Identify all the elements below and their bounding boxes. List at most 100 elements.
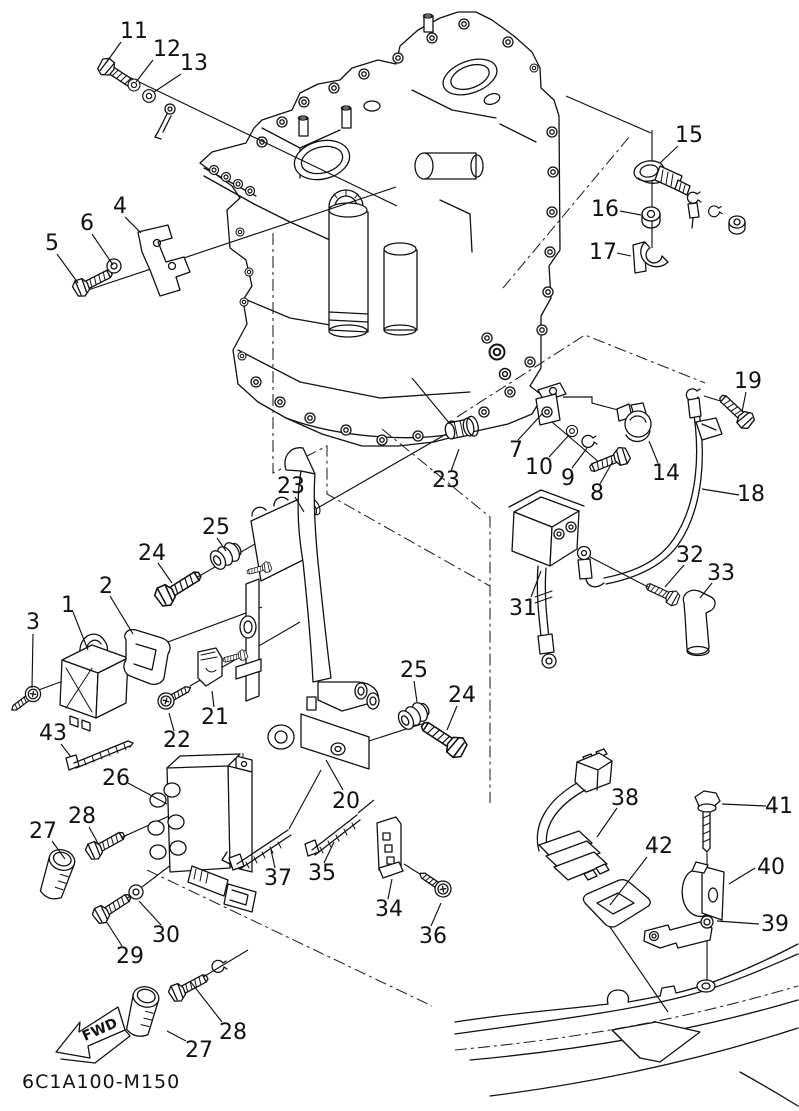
callout-label-27-29: 27: [29, 819, 57, 844]
callout-label-23-22: 23: [277, 474, 305, 499]
callout-label-20-19: 20: [332, 789, 360, 814]
callout-label-41-45: 41: [765, 794, 793, 819]
bolt-41: [694, 790, 721, 853]
callout-leader-16: [619, 210, 642, 216]
callout-leader-20: [325, 759, 344, 791]
callout-label-35-39: 35: [308, 861, 336, 886]
callout-label-1-0: 1: [61, 593, 75, 618]
callout-leader-8: [599, 460, 614, 485]
callout-label-29-33: 29: [116, 944, 144, 969]
callout-leader-25: [216, 537, 227, 552]
callout-leader-13: [153, 73, 182, 93]
callout-label-25-26: 25: [202, 515, 230, 540]
callout-leader-39: [716, 920, 760, 925]
bolt-8: [586, 444, 633, 478]
callout-label-22-21: 22: [163, 728, 191, 753]
callout-label-26-28: 26: [102, 766, 130, 791]
nut-near-15: [728, 215, 746, 235]
callout-label-37-41: 37: [264, 866, 292, 891]
part-26-regulator: [147, 753, 257, 913]
callout-label-13-12: 13: [180, 51, 208, 76]
callout-leader-14: [648, 440, 659, 464]
callout-label-14-13: 14: [652, 461, 680, 486]
callout-leader-31: [530, 570, 542, 598]
callout-leader-10: [548, 434, 570, 458]
callout-leader-35: [323, 841, 335, 864]
washer-30: [128, 884, 144, 900]
callout-leader-15: [659, 145, 679, 164]
callout-leader-19: [741, 391, 747, 413]
callout-label-36-40: 36: [419, 924, 447, 949]
callout-leader-24: [446, 705, 458, 731]
callout-label-6-5: 6: [80, 211, 94, 236]
callout-label-32-36: 32: [676, 543, 704, 568]
callout-leader-30: [138, 900, 162, 926]
callout-label-40-44: 40: [757, 855, 785, 880]
callout-leader-4: [124, 216, 142, 234]
bolt-24-upper: [151, 564, 207, 611]
callout-label-30-34: 30: [152, 923, 180, 948]
callout-leader-18: [701, 488, 740, 496]
phantom-boundary-lines: [146, 135, 706, 1007]
callout-label-16-15: 16: [591, 197, 619, 222]
part-18-cable: [576, 388, 723, 588]
callout-label-31-35: 31: [509, 596, 537, 621]
callout-label-10-9: 10: [525, 455, 553, 480]
callout-leader-2: [109, 595, 134, 635]
callout-label-18-17: 18: [737, 482, 765, 507]
callout-label-39-43: 39: [761, 912, 789, 937]
callout-leader-17: [616, 252, 632, 257]
callout-leader-42: [609, 856, 648, 906]
callout-leader-37: [270, 849, 276, 869]
callout-leader-11: [105, 41, 122, 64]
callout-leader-6: [91, 233, 114, 266]
part-38-connector: [536, 748, 613, 881]
part-21-clamp: [197, 647, 223, 687]
callout-label-21-20: 21: [201, 705, 229, 730]
part-1-relay: [59, 633, 129, 732]
callout-label-2-1: 2: [99, 574, 113, 599]
callout-leader-25: [413, 680, 418, 703]
callout-label-25-27: 25: [400, 658, 428, 683]
callout-leader-7: [517, 413, 543, 441]
callout-label-19-18: 19: [734, 369, 762, 394]
callout-label-24-25: 24: [448, 683, 476, 708]
part-13-lead-terminal: [154, 103, 176, 140]
part-15-ring-terminal: [686, 191, 702, 229]
part-7-bracket: [535, 382, 567, 426]
callout-label-24-24: 24: [138, 541, 166, 566]
bolt-19: [714, 389, 758, 433]
callout-leader-34: [387, 878, 393, 900]
callout-label-23-23: 23: [432, 468, 460, 493]
bolt-28-upper: [82, 825, 129, 863]
fwd-arrow: FWD: [55, 1006, 131, 1064]
callout-leader-23: [450, 448, 460, 472]
screw-3: [6, 682, 45, 717]
callout-leader-36: [430, 902, 442, 927]
callout-label-15-14: 15: [675, 123, 703, 148]
screw-36: [414, 866, 455, 901]
callout-leader-27: [51, 840, 66, 860]
callout-label-42-46: 42: [645, 834, 673, 859]
callout-label-34-38: 34: [375, 897, 403, 922]
callout-leader-33: [699, 582, 713, 599]
callout-leader-40: [728, 867, 756, 885]
washer-10: [565, 424, 579, 438]
callout-leader-3: [31, 633, 34, 689]
part-14-clip: [616, 402, 652, 443]
callout-leader-41: [721, 803, 767, 807]
part-16-nut: [641, 206, 661, 229]
callout-label-12-11: 12: [153, 37, 181, 62]
screw-37: [221, 829, 292, 871]
washer-12: [127, 78, 141, 92]
part-42-gasket: [582, 879, 651, 928]
callout-leader-22: [168, 712, 175, 732]
callout-leader-28: [189, 980, 223, 1023]
callout-leader-38: [596, 807, 618, 838]
part-15-battery-terminal: [633, 160, 691, 196]
callout-label-9-8: 9: [561, 466, 575, 491]
callout-label-38-42: 38: [611, 786, 639, 811]
